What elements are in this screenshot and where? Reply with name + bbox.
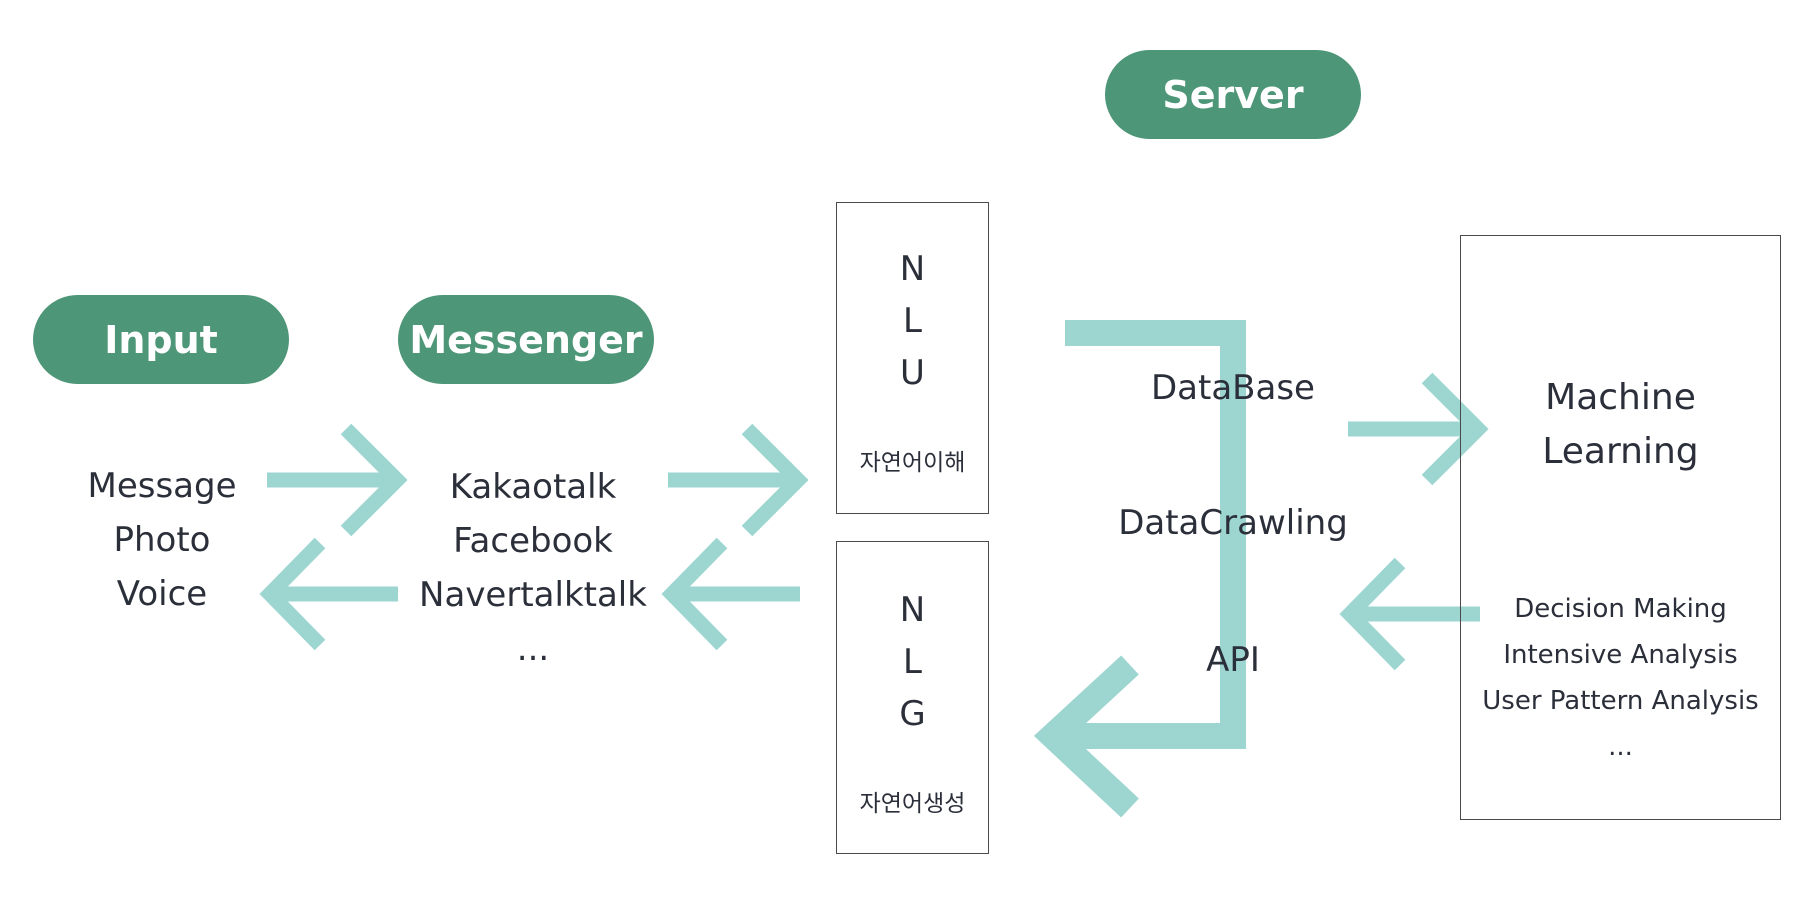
arrow-ml-to-server	[1339, 557, 1480, 671]
input-items: Message Photo Voice	[62, 459, 262, 621]
nlu-letter: N	[899, 249, 926, 289]
input-item: Photo	[113, 520, 211, 560]
arrow-messenger-to-input	[259, 537, 398, 651]
nlg-letter: G	[899, 694, 926, 734]
nlu-letter: U	[900, 353, 925, 393]
nlu-letter: L	[903, 301, 922, 341]
arrow-nlg-to-messenger	[661, 537, 800, 651]
machine-learning-box: Machine Learning Decision Making Intensi…	[1460, 235, 1781, 820]
ml-item: User Pattern Analysis	[1482, 686, 1759, 716]
arrow-input-to-messenger	[267, 423, 408, 537]
ml-item: Intensive Analysis	[1503, 640, 1738, 670]
messenger-item: ...	[516, 629, 550, 669]
arrow-server-loop	[1053, 320, 1246, 749]
server-label: Server	[1162, 72, 1304, 117]
messenger-pill: Messenger	[398, 295, 654, 384]
ml-item: ...	[1608, 732, 1633, 762]
nlu-box: N L U 자연어이해	[836, 202, 989, 514]
input-item: Voice	[116, 574, 208, 614]
arrow-database-to-ml	[1348, 372, 1489, 486]
input-item: Message	[87, 466, 237, 506]
api-label: API	[1206, 640, 1260, 680]
messenger-label: Messenger	[409, 317, 643, 362]
arrow-messenger-to-nlu	[668, 423, 809, 537]
ml-item: Decision Making	[1514, 594, 1727, 624]
nlg-letter: L	[903, 642, 922, 682]
messenger-item: Facebook	[453, 521, 613, 561]
server-pill: Server	[1105, 50, 1361, 139]
arrow-server-loop-head	[1033, 655, 1139, 818]
input-label: Input	[104, 317, 218, 362]
ml-items: Decision Making Intensive Analysis User …	[1461, 586, 1780, 770]
database-label: DataBase	[1151, 368, 1315, 408]
ml-title-line: Learning	[1542, 431, 1699, 472]
input-pill: Input	[33, 295, 289, 384]
nlg-letters: N L G	[837, 584, 988, 740]
nlu-letters: N L U	[837, 243, 988, 399]
nlg-box: N L G 자연어생성	[836, 541, 989, 854]
nlg-caption: 자연어생성	[859, 791, 966, 817]
nlu-caption: 자연어이해	[859, 450, 966, 476]
nlg-letter: N	[899, 590, 926, 630]
ml-title: Machine Learning	[1461, 371, 1780, 479]
messenger-items: Kakaotalk Facebook Navertalktalk ...	[408, 460, 658, 676]
ml-title-line: Machine	[1545, 377, 1696, 418]
messenger-item: Navertalktalk	[419, 575, 647, 615]
datacrawling-label: DataCrawling	[1118, 503, 1348, 543]
messenger-item: Kakaotalk	[449, 467, 617, 507]
